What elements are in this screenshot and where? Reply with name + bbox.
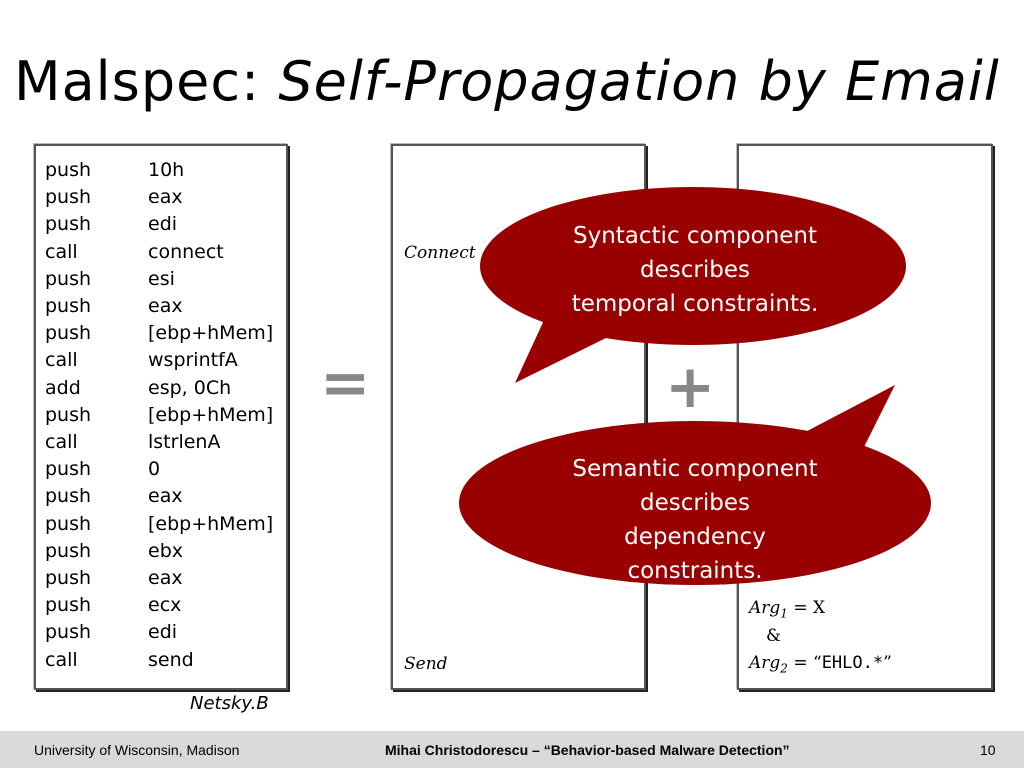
code-opcode: call [45,240,78,263]
code-operand: eax [148,567,183,589]
code-operand: [ebp+hMem] [148,512,274,535]
code-operand: wsprintfA [148,349,238,372]
code-opcode: push [45,322,92,345]
semantic-line-4: constraints. [627,558,763,584]
code-opcode: push [45,594,92,617]
connect-label: Connect [404,243,476,263]
send-label: Send [404,654,448,674]
code-operand: 10h [148,159,185,181]
syntactic-line-1: Syntactic component [572,223,818,249]
code-operand: esi [148,267,175,290]
code-opcode: push [45,539,92,562]
code-opcode: push [45,159,92,181]
code-opcode: push [45,186,92,209]
code-operand: eax [148,485,183,508]
code-opcode: call [45,431,78,453]
code-opcode: call [45,648,78,671]
code-caption: Netsky.B [190,693,269,714]
semantic-bubble-body [459,421,931,585]
arg1-subscript: 1 [780,606,788,621]
code-opcode: push [45,213,92,236]
code-operand: edi [148,621,178,644]
arg1-value: = X [787,598,826,618]
code-operand: eax [148,295,183,317]
code-operand: esp, 0Ch [148,376,232,399]
constraint-arg1: Arg1 = X [749,598,825,620]
code-operand: edi [148,213,178,236]
syntactic-line-3: temporal constraints. [571,291,819,317]
title-italic: Self-Propagation by Email [278,50,1000,113]
code-operand: [ebp+hMem] [148,322,274,345]
code-opcode: push [45,485,92,508]
syntactic-bubble-text: Syntactic component describes temporal c… [530,219,860,321]
code-operand: eax [148,186,183,209]
syntactic-line-2: describes [640,257,750,283]
equals-sign: = [320,348,371,418]
arg2-name: Arg [749,653,781,673]
assembly-code-box: push 10h push eax push edi call connect push esi p… [34,144,288,690]
page-number: 10 [980,742,996,758]
code-operand: send [148,648,194,671]
footer-institution: University of Wisconsin, Madison [34,742,240,758]
arg2-close-quote: ” [883,653,892,673]
footer-author-talk: Mihai Christodorescu – “Behavior-based M… [385,742,790,758]
constraint-arg2: Arg2 = “EHLO.*” [749,653,892,675]
code-opcode: push [45,295,92,317]
code-opcode: call [45,349,78,372]
semantic-bubble-text: Semantic component describes dependency … [530,452,860,588]
arg2-subscript: 2 [780,661,788,676]
constraint-and: & [766,626,782,646]
slide-footer: University of Wisconsin, Madison Mihai C… [0,731,1024,768]
code-operand: [ebp+hMem] [148,403,274,426]
arg2-value: EHLO.* [821,653,884,673]
syntactic-bubble-body [480,187,906,345]
semantic-line-1: Semantic component [572,456,818,482]
code-opcode: push [45,512,92,535]
arg1-name: Arg [749,598,781,618]
arg2-open-quote: = “ [787,653,822,673]
plus-sign: + [665,352,716,422]
code-operand: lstrlenA [148,431,221,453]
code-opcode: push [45,267,92,290]
code-operand: connect [148,240,224,263]
semantic-line-3: dependency [624,524,766,550]
semantic-line-2: describes [640,490,750,516]
code-opcode: push [45,458,92,481]
code-opcode: add [45,376,81,399]
slide-title: Malspec: Self-Propagation by Email [14,50,1000,113]
code-operand: ecx [148,594,182,617]
code-opcode: push [45,567,92,589]
title-plain: Malspec: [14,50,279,113]
code-operand: 0 [148,458,161,481]
code-opcode: push [45,403,92,426]
code-opcode: push [45,621,92,644]
code-operand: ebx [148,539,183,562]
